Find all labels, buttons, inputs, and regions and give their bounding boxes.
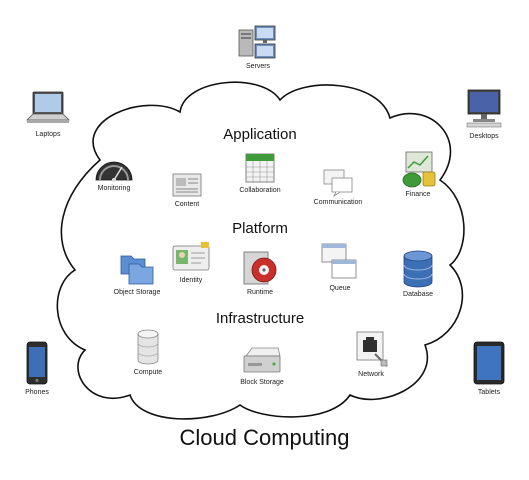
device-desktops: Desktops <box>454 88 514 141</box>
content-label: Content <box>174 201 200 208</box>
device-tablets: Tablets <box>466 340 512 397</box>
desktops-label: Desktops <box>469 133 499 140</box>
network-icon <box>356 331 388 367</box>
platform-database: Database <box>392 248 444 299</box>
calendar-icon <box>245 153 275 183</box>
platform-runtime: Runtime <box>234 248 286 297</box>
heading-infrastructure: Infrastructure <box>215 310 305 327</box>
phone-icon <box>26 341 48 385</box>
platform-identity: Identity <box>166 240 216 285</box>
object-storage-label: Object Storage <box>113 289 161 296</box>
diagram-title: Cloud Computing <box>179 425 350 450</box>
desktop-icon <box>466 89 502 128</box>
servers-icon <box>238 25 276 59</box>
identity-label: Identity <box>179 277 203 284</box>
gauge-icon <box>95 161 133 182</box>
runtime-label: Runtime <box>246 289 274 296</box>
laptop-icon <box>26 91 70 123</box>
collaboration-label: Collaboration <box>239 187 281 194</box>
chat-icon <box>323 169 353 198</box>
queue-icon <box>321 243 357 279</box>
infra-network: Network <box>344 328 398 379</box>
network-label: Network <box>358 371 384 378</box>
hard-drive-icon <box>243 347 281 373</box>
device-laptops: Laptops <box>18 88 78 139</box>
infra-block-storage: Block Storage <box>230 344 294 387</box>
servers-label: Servers <box>245 63 271 70</box>
device-servers: Servers <box>228 22 288 71</box>
heading-platform: Platform <box>232 220 288 237</box>
app-collaboration: Collaboration <box>230 150 290 195</box>
block-storage-label: Block Storage <box>240 379 284 386</box>
runtime-icon <box>243 251 277 285</box>
finance-label: Finance <box>405 191 431 198</box>
communication-label: Communication <box>313 199 363 206</box>
platform-object-storage: Object Storage <box>104 248 170 297</box>
app-communication: Communication <box>304 166 372 207</box>
id-card-icon <box>172 242 210 271</box>
phones-label: Phones <box>25 389 49 396</box>
app-content: Content <box>162 170 212 209</box>
compute-icon <box>137 329 159 365</box>
app-monitoring: Monitoring <box>86 150 142 193</box>
app-finance: Finance <box>392 150 444 199</box>
heading-application: Application <box>223 126 297 143</box>
monitoring-label: Monitoring <box>97 185 131 192</box>
infra-compute: Compute <box>122 328 174 377</box>
database-label: Database <box>403 291 433 298</box>
queue-label: Queue <box>329 285 351 292</box>
compute-label: Compute <box>133 369 163 376</box>
device-phones: Phones <box>14 340 60 397</box>
database-icon <box>403 250 433 288</box>
finance-icon <box>402 151 436 188</box>
laptops-label: Laptops <box>35 131 61 138</box>
document-icon <box>172 173 202 197</box>
platform-queue: Queue <box>314 240 366 293</box>
folders-icon <box>120 255 154 285</box>
tablets-label: Tablets <box>477 389 501 396</box>
tablet-icon <box>473 341 505 385</box>
